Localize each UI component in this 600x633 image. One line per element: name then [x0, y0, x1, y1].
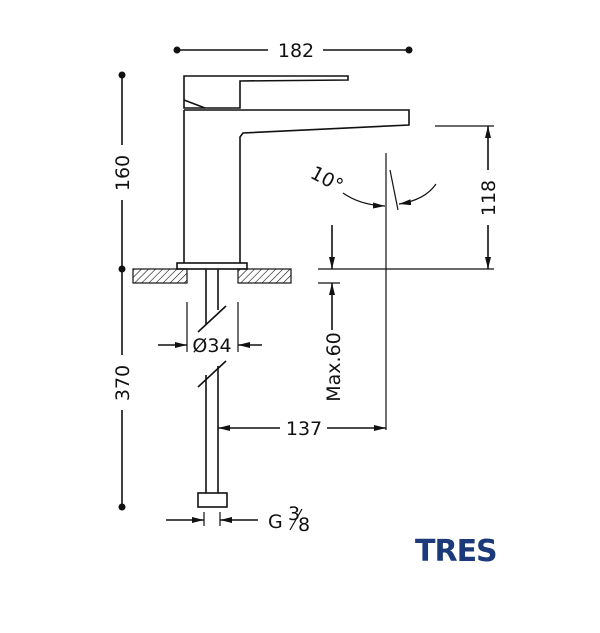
dim-g-den: 8: [298, 514, 310, 536]
dim-g: G: [268, 511, 283, 533]
faucet-body: [176, 75, 410, 270]
supply-pipes: [197, 269, 228, 508]
dim-diameter: Ø34: [192, 335, 231, 357]
dimension-heights: 160 370: [112, 71, 134, 511]
connection-nut: [197, 492, 228, 508]
tres-logo: TRES: [415, 534, 497, 569]
dimension-reach: 137: [218, 418, 386, 440]
dim-angle: 10°: [307, 162, 347, 197]
dim-137: 137: [286, 418, 322, 440]
dim-max60: Max.60: [323, 332, 345, 402]
dimension-connection: G 3 8: [166, 503, 310, 536]
dimension-max-thickness: Max.60: [318, 225, 345, 402]
dim-182: 182: [278, 40, 314, 62]
dimension-width: 182: [173, 40, 413, 62]
dim-370: 370: [112, 365, 134, 401]
dim-g-num: 3: [288, 503, 300, 525]
dim-118: 118: [478, 180, 500, 216]
dimension-hole: Ø34: [158, 302, 262, 357]
countertop: [132, 268, 292, 284]
dim-160: 160: [112, 155, 134, 191]
dimension-spout-height: 118: [318, 125, 500, 270]
